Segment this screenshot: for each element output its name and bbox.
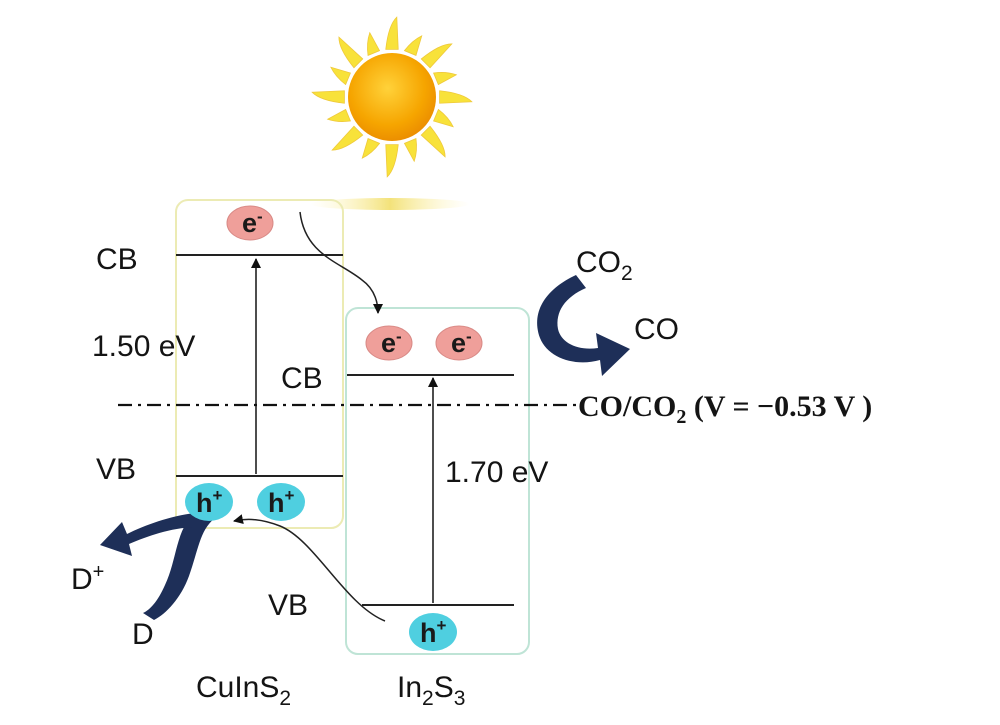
sun-ray (420, 125, 446, 158)
sun-ray (311, 90, 345, 104)
sun-ray (433, 108, 454, 128)
in2s3-band-gap: 1.70 eV (445, 456, 548, 489)
sun-ray (439, 90, 473, 104)
donor-oxidation-arrow-head (100, 513, 195, 556)
sun-ray (403, 138, 417, 163)
hole-symbol: h+ (196, 486, 223, 518)
sun-ray (385, 16, 399, 50)
sun-ray (326, 108, 351, 122)
sun-glow (310, 198, 470, 210)
in2s3-vb-label: VB (268, 589, 308, 622)
co-co2-potential-label: CO/CO2 (V = −0.53 V ) (578, 390, 872, 428)
donor-label: D (132, 618, 154, 651)
sun-ray (367, 31, 381, 56)
donor-oxidized-label: D+ (71, 561, 104, 596)
co-label: CO (634, 313, 679, 346)
hole-transfer-arrow (233, 514, 386, 622)
electron-symbol: e- (451, 327, 472, 358)
cuins2-hole: h+ (257, 483, 305, 521)
electron-symbol: e- (381, 327, 402, 358)
hole-symbol: h+ (268, 486, 295, 518)
electron-symbol: e- (242, 207, 263, 238)
sun-ray (385, 144, 399, 178)
cuins2-band-gap: 1.50 eV (92, 330, 195, 363)
hole-symbol: h+ (420, 616, 447, 648)
sun-rays (311, 16, 473, 178)
cuins2-cb-label: CB (96, 243, 138, 276)
cuins2-box (175, 199, 344, 529)
in2s3-box (345, 307, 530, 655)
sun-ray (403, 35, 423, 56)
in2s3-cb-label: CB (281, 362, 323, 395)
co2-label: CO2 (576, 246, 633, 285)
sun-ray (433, 72, 458, 86)
cuins2-hole: h+ (185, 483, 233, 521)
electron-transfer-arrow (299, 211, 383, 314)
in2s3-electron: e- (365, 325, 413, 361)
sun-ray (361, 138, 381, 159)
cuins2-vb-label: VB (96, 453, 136, 486)
cuins2-electron: e- (226, 205, 274, 241)
sun-ray (338, 36, 364, 69)
sun-core (348, 53, 436, 141)
in2s3-hole: h+ (409, 613, 457, 651)
in2s3-electron: e- (435, 325, 483, 361)
co2-reduction-arrow (537, 275, 630, 376)
in2s3-material-label: In2S3 (397, 671, 465, 710)
sun-ray (331, 125, 364, 151)
sun-ray (330, 66, 351, 86)
cuins2-material-label: CuInS2 (196, 671, 291, 710)
sun-icon (310, 16, 473, 210)
donor-oxidation-arrow-stem (143, 513, 214, 620)
sun-ray (420, 43, 453, 69)
